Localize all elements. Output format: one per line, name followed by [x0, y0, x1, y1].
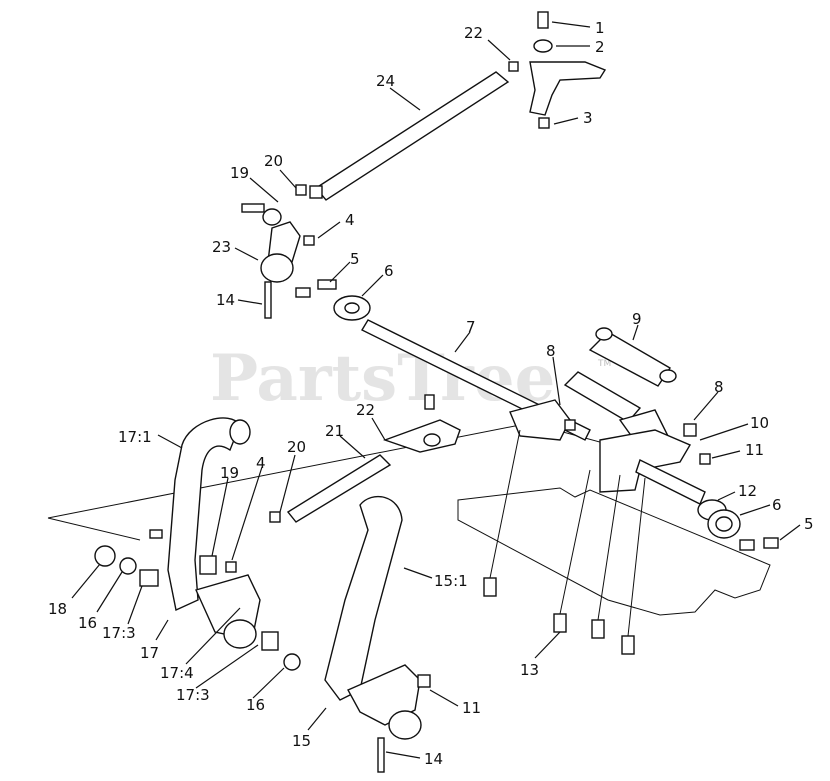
left-upper-pivot — [241, 203, 337, 319]
middle-bracket — [286, 394, 461, 523]
callout-19-top: 19 — [230, 164, 249, 182]
rod-24 — [295, 61, 519, 201]
callout-19-bottom: 19 — [220, 464, 239, 482]
callout-5-top: 5 — [350, 250, 360, 268]
watermark-text: PartsTree — [210, 341, 555, 416]
callout-15-1: 15:1 — [434, 572, 468, 590]
callout-14-bottom: 14 — [424, 750, 443, 768]
watermark-trademark: TM — [597, 359, 611, 369]
callout-22-middle: 22 — [356, 401, 375, 419]
callout-12: 12 — [738, 482, 757, 500]
right-bracket — [599, 423, 779, 551]
pedal-15 — [324, 495, 431, 773]
callout-labels: 1 2 3 22 24 19 20 4 23 14 5 6 7 8 9 8 10… — [48, 19, 814, 768]
callout-5-right: 5 — [804, 515, 814, 533]
callout-20-top: 20 — [264, 152, 283, 170]
mounting-bolts — [483, 429, 646, 655]
pedal-17 — [94, 417, 301, 671]
callout-7: 7 — [466, 318, 476, 336]
callout-13: 13 — [520, 661, 539, 679]
callout-11-right: 11 — [745, 441, 764, 459]
leader-lines — [71, 21, 801, 759]
callout-17-1: 17:1 — [118, 428, 152, 446]
callout-17-3-left: 17:3 — [102, 624, 136, 642]
callout-8-left: 8 — [546, 342, 556, 360]
callout-16-left: 16 — [78, 614, 97, 632]
callout-11-bottom: 11 — [462, 699, 481, 717]
main-shaft-7 — [333, 295, 591, 441]
callout-17-3-right: 17:3 — [176, 686, 210, 704]
callout-16-right: 16 — [246, 696, 265, 714]
callout-14-top: 14 — [216, 291, 235, 309]
callout-8-right: 8 — [714, 378, 724, 396]
callout-1: 1 — [595, 19, 605, 37]
callout-20-bottom: 20 — [287, 438, 306, 456]
callout-10: 10 — [750, 414, 769, 432]
callout-23: 23 — [212, 238, 231, 256]
callout-17-4: 17:4 — [160, 664, 194, 682]
callout-17: 17 — [140, 644, 159, 662]
callout-15: 15 — [292, 732, 311, 750]
callout-24: 24 — [376, 72, 395, 90]
callout-2: 2 — [595, 38, 605, 56]
callout-6-right: 6 — [772, 496, 782, 514]
callout-22-top: 22 — [464, 24, 483, 42]
callout-6-top: 6 — [384, 262, 394, 280]
callout-18: 18 — [48, 600, 67, 618]
callout-3: 3 — [583, 109, 593, 127]
callout-21: 21 — [325, 422, 344, 440]
callout-4-bottom: 4 — [256, 454, 266, 472]
callout-4-top: 4 — [345, 211, 355, 229]
callout-9: 9 — [632, 310, 642, 328]
top-bracket — [529, 11, 607, 129]
